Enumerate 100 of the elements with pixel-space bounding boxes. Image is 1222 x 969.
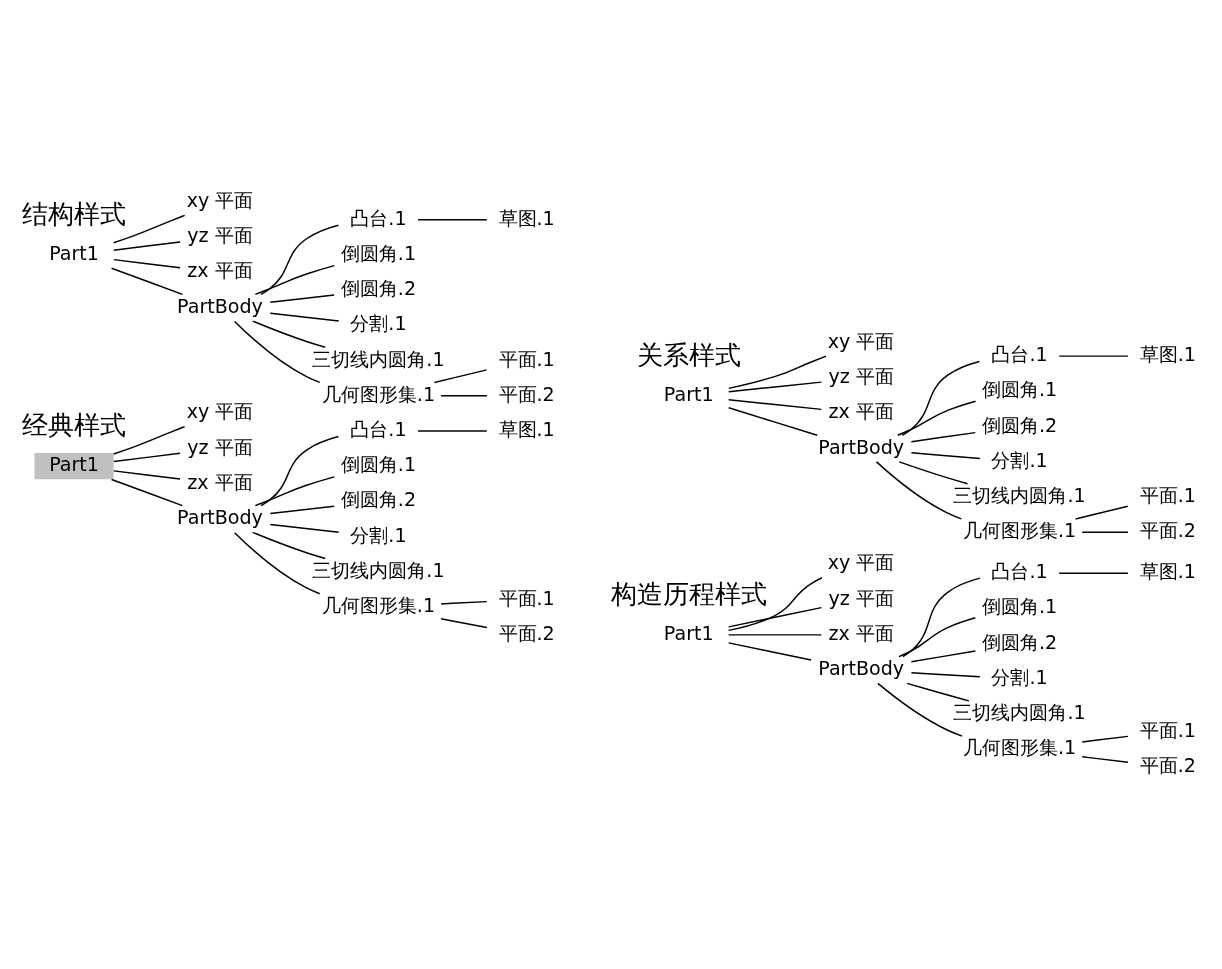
node-text: 凸台.1 (350, 417, 407, 440)
node-text: Part1 (663, 621, 714, 644)
node-text: 草图.1 (1139, 343, 1196, 366)
node-text: zx 平面 (187, 470, 253, 493)
connector (910, 672, 981, 678)
node-text: 分割.1 (350, 523, 407, 546)
connector (269, 312, 340, 322)
node-text: yz 平面 (828, 365, 894, 388)
node-text: 三切线内圆角.1 (312, 347, 445, 370)
label: 结构样式 (22, 198, 127, 230)
connector (1081, 756, 1129, 763)
node-text: PartBody (818, 435, 905, 458)
node-text: 平面.1 (1139, 483, 1196, 506)
connector (269, 523, 340, 533)
node-text: PartBody (177, 294, 263, 317)
connector (875, 461, 963, 520)
node-box: Part1 (34, 452, 114, 480)
node-text: 倒圆角.2 (982, 413, 1058, 436)
node-text: 倒圆角.2 (982, 630, 1058, 653)
node-text: yz 平面 (187, 224, 253, 247)
node-text: 三切线内圆角.1 (953, 483, 1086, 506)
connector (113, 241, 181, 251)
node-text: 分割.1 (991, 448, 1048, 471)
node-text: 平面.1 (498, 586, 555, 609)
connector (233, 320, 321, 384)
connector (433, 369, 488, 384)
label: 构造历程样式 (610, 578, 767, 610)
connector (727, 606, 823, 628)
connector (233, 531, 321, 595)
node-text: xy 平面 (827, 551, 895, 574)
connector (440, 600, 488, 605)
node-text: 平面.2 (498, 382, 555, 405)
node-text: 平面.1 (498, 347, 555, 370)
connector (417, 218, 488, 221)
connector (1058, 355, 1129, 357)
connector (910, 431, 977, 443)
connector (727, 407, 818, 437)
node-text: 平面.2 (498, 621, 555, 644)
node-text: Part1 (663, 382, 714, 405)
node-text: 平面.2 (1139, 753, 1196, 776)
connector (260, 435, 340, 507)
connector (727, 634, 823, 636)
node-text: 倒圆角.1 (340, 453, 417, 476)
node-text: 草图.1 (1139, 560, 1196, 583)
connector (251, 320, 326, 348)
node-text: 倒圆角.2 (340, 277, 417, 300)
node-text: 三切线内圆角.1 (312, 558, 445, 581)
connector (896, 400, 977, 436)
connector (254, 476, 336, 507)
node-text: 分割.1 (350, 312, 407, 335)
connector (902, 577, 981, 658)
node-text: Part1 (49, 241, 99, 264)
connector (113, 470, 181, 480)
label: 经典样式 (22, 409, 127, 441)
node-text: PartBody (177, 505, 263, 528)
node-text: yz 平面 (828, 586, 894, 609)
connector (112, 214, 186, 244)
connector (113, 258, 181, 269)
node-text: zx 平面 (828, 400, 894, 423)
connector (110, 267, 184, 296)
node-text: 平面.1 (1139, 718, 1196, 741)
connector (440, 618, 488, 629)
node-text: 平面.2 (1139, 519, 1196, 542)
connector (1074, 505, 1129, 520)
connector (251, 531, 326, 560)
node-text: xy 平面 (186, 189, 254, 212)
connector (728, 355, 827, 390)
connector (727, 577, 823, 632)
connector (254, 264, 336, 296)
connector (417, 430, 488, 432)
connector (113, 452, 181, 463)
connector (260, 224, 340, 296)
node-text: 草图.1 (498, 417, 555, 440)
connector (269, 505, 335, 515)
connector (1081, 531, 1129, 533)
connector (898, 461, 969, 485)
connector (877, 682, 963, 737)
node-text: zx 平面 (828, 621, 894, 644)
connector (1058, 572, 1129, 574)
connector (910, 650, 977, 663)
node-text: PartBody (818, 657, 905, 680)
connector (727, 642, 812, 661)
node-text: 几何图形集.1 (963, 736, 1077, 759)
node-text: 凸台.1 (350, 206, 407, 229)
connector (112, 425, 186, 455)
node-text: 几何图形集.1 (321, 594, 436, 616)
connector (906, 682, 970, 702)
connector (727, 399, 823, 411)
node-text: 倒圆角.1 (982, 378, 1058, 401)
node-text: xy 平面 (827, 329, 895, 352)
node-text: 倒圆角.1 (982, 595, 1058, 618)
node-text: 凸台.1 (991, 343, 1048, 366)
connector (110, 478, 184, 507)
connector (910, 451, 981, 460)
connector (727, 381, 823, 393)
connector (898, 617, 977, 658)
node-text: 倒圆角.1 (340, 241, 417, 264)
label: 关系样式 (636, 339, 741, 371)
node-text: 草图.1 (498, 206, 555, 229)
node-text: xy 平面 (186, 400, 254, 423)
